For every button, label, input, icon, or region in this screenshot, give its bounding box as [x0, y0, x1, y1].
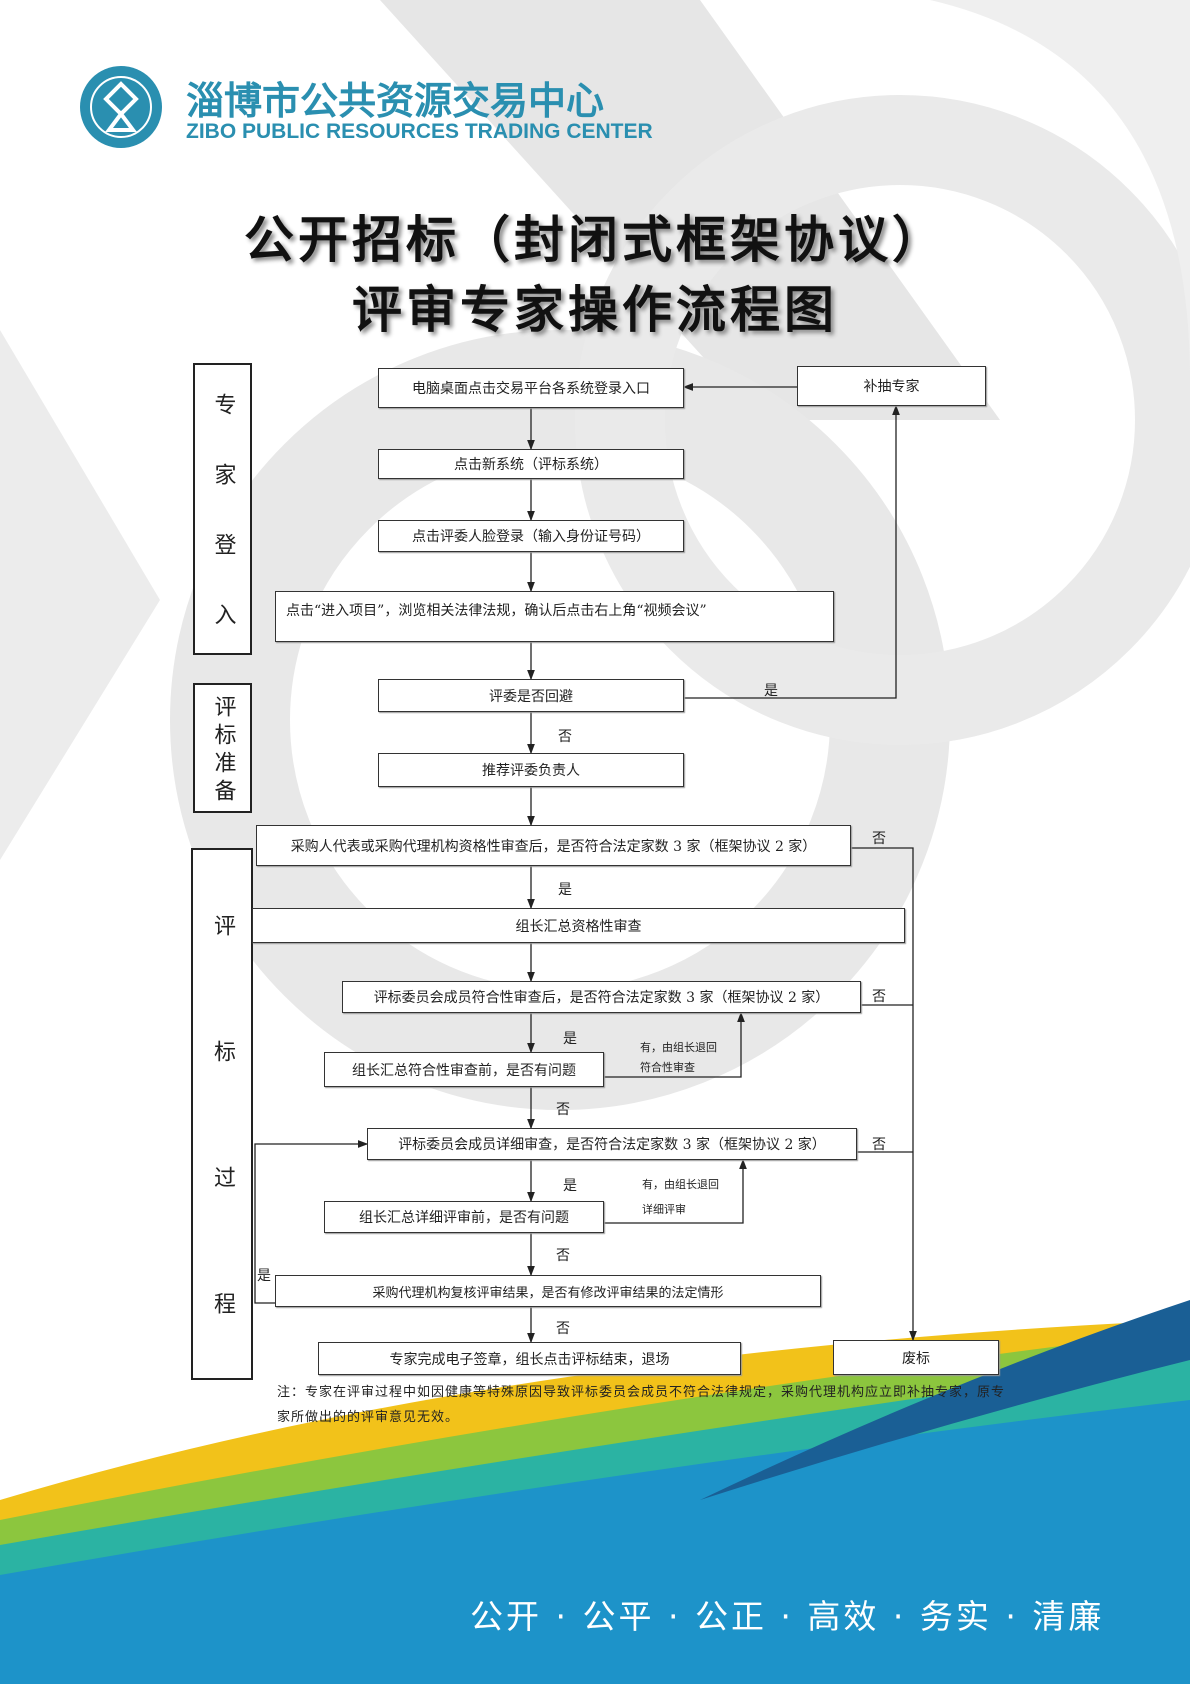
- annotation-line: 有，由组长退回: [642, 1178, 719, 1191]
- decision-qualification-review: 采购人代表或采购代理机构资格性审查后，是否符合法定家数 3 家（框架协议 2 家…: [256, 825, 851, 866]
- step-desktop-login-entry: 电脑桌面点击交易平台各系统登录入口: [378, 368, 684, 408]
- label-yes-qualification: 是: [558, 882, 572, 898]
- label-yes-recheck: 是: [257, 1268, 271, 1284]
- step-sign-and-exit: 专家完成电子签章，组长点击评标结束，退场: [318, 1342, 741, 1375]
- decision-detailed-summary: 组长汇总详细评审前，是否有问题: [324, 1201, 604, 1233]
- label-no-compliance-summary: 否: [556, 1102, 570, 1118]
- step-void-bid: 废标: [833, 1340, 999, 1375]
- footnote: 注：专家在评审过程中如因健康等特殊原因导致评标委员会成员不符合法律规定，采购代理…: [277, 1385, 1006, 1425]
- decision-detailed-review: 评标委员会成员详细审查，是否符合法定家数 3 家（框架协议 2 家）: [367, 1128, 857, 1160]
- label-no-recusal: 否: [558, 729, 572, 745]
- step-recommend-leader: 推荐评委负责人: [378, 753, 684, 787]
- annotation-line: 有，由组长退回: [640, 1041, 717, 1054]
- lane-evaluation-prep: 评标准备: [193, 683, 252, 813]
- step-leader-summary-qualification: 组长汇总资格性审查: [252, 908, 905, 943]
- label-yes-detailed: 是: [563, 1178, 577, 1194]
- lane-evaluation-process: 评标过程: [191, 848, 253, 1418]
- label-no-detailed: 否: [872, 1137, 886, 1153]
- decision-agency-recheck: 采购代理机构复核评审结果，是否有修改评审结果的法定情形: [275, 1275, 821, 1307]
- decision-compliance-summary: 组长汇总符合性审查前，是否有问题: [324, 1052, 604, 1087]
- lane-label-prep: 评标准备: [210, 695, 236, 807]
- logo-emblem: [80, 66, 162, 148]
- label-yes-recusal: 是: [764, 683, 778, 699]
- decision-recusal: 评委是否回避: [378, 679, 684, 712]
- lane-label-process: 评标过程: [210, 914, 235, 1418]
- decision-compliance-review: 评标委员会成员符合性审查后，是否符合法定家数 3 家（框架协议 2 家）: [342, 981, 861, 1013]
- title-line-1: 公开招标（封闭式框架协议）: [244, 211, 946, 269]
- step-click-new-system: 点击新系统（评标系统）: [378, 449, 684, 479]
- annotation-return-detailed: 有，由组长退回 详细评审: [642, 1172, 719, 1222]
- label-yes-compliance: 是: [563, 1031, 577, 1047]
- annotation-return-compliance: 有，由组长退回 符合性审查: [640, 1038, 717, 1078]
- label-no-qualification: 否: [872, 831, 886, 847]
- label-no-compliance: 否: [872, 989, 886, 1005]
- label-no-detailed-summary: 否: [556, 1248, 570, 1264]
- step-face-login: 点击评委人脸登录（输入身份证号码）: [378, 520, 684, 552]
- org-name-cn: 淄博市公共资源交易中心: [186, 79, 605, 123]
- lane-expert-login: 专家登入: [193, 363, 252, 673]
- annotation-line: 详细评审: [642, 1203, 686, 1216]
- annotation-line: 符合性审查: [640, 1061, 695, 1074]
- org-name-en: ZIBO PUBLIC RESOURCES TRADING CENTER: [186, 120, 653, 143]
- step-resample-expert: 补抽专家: [797, 366, 986, 406]
- label-no-recheck: 否: [556, 1321, 570, 1337]
- lane-label-login: 专家登入: [210, 393, 236, 673]
- step-enter-project: 点击“进入项目”，浏览相关法律法规，确认后点击右上角“视频会议”: [275, 591, 834, 642]
- title-line-2: 评审专家操作流程图: [352, 281, 838, 339]
- footer-slogan: 公开 · 公平 · 公正 · 高效 · 务实 · 清廉: [470, 1597, 1105, 1636]
